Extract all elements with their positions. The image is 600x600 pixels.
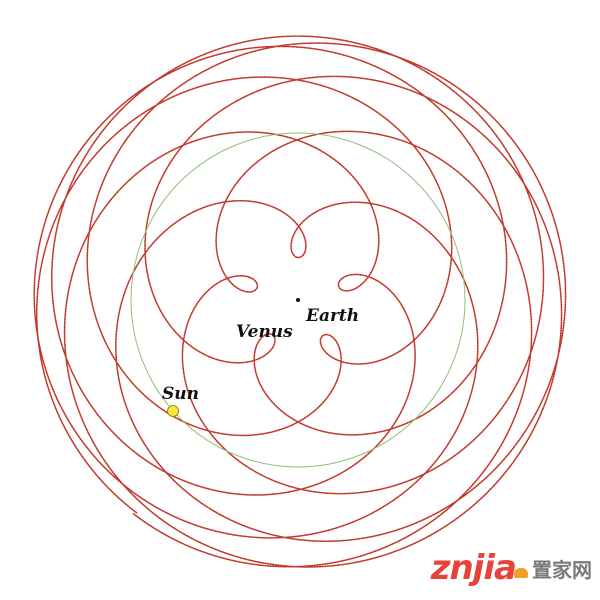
sun-orbit-circle — [130, 132, 466, 468]
earth-dot — [296, 298, 300, 302]
watermark-site-name: 置家网 — [532, 557, 592, 582]
site-watermark: znjia 置家网 — [430, 548, 592, 588]
watermark-logo-text: znjia — [430, 548, 517, 588]
venus-label: Venus — [236, 322, 293, 342]
earth-label: Earth — [306, 306, 360, 326]
roof-icon — [514, 568, 528, 578]
sun-dot — [167, 405, 179, 417]
venus-pentagram-path — [33, 35, 567, 568]
sun-label: Sun — [162, 384, 199, 404]
